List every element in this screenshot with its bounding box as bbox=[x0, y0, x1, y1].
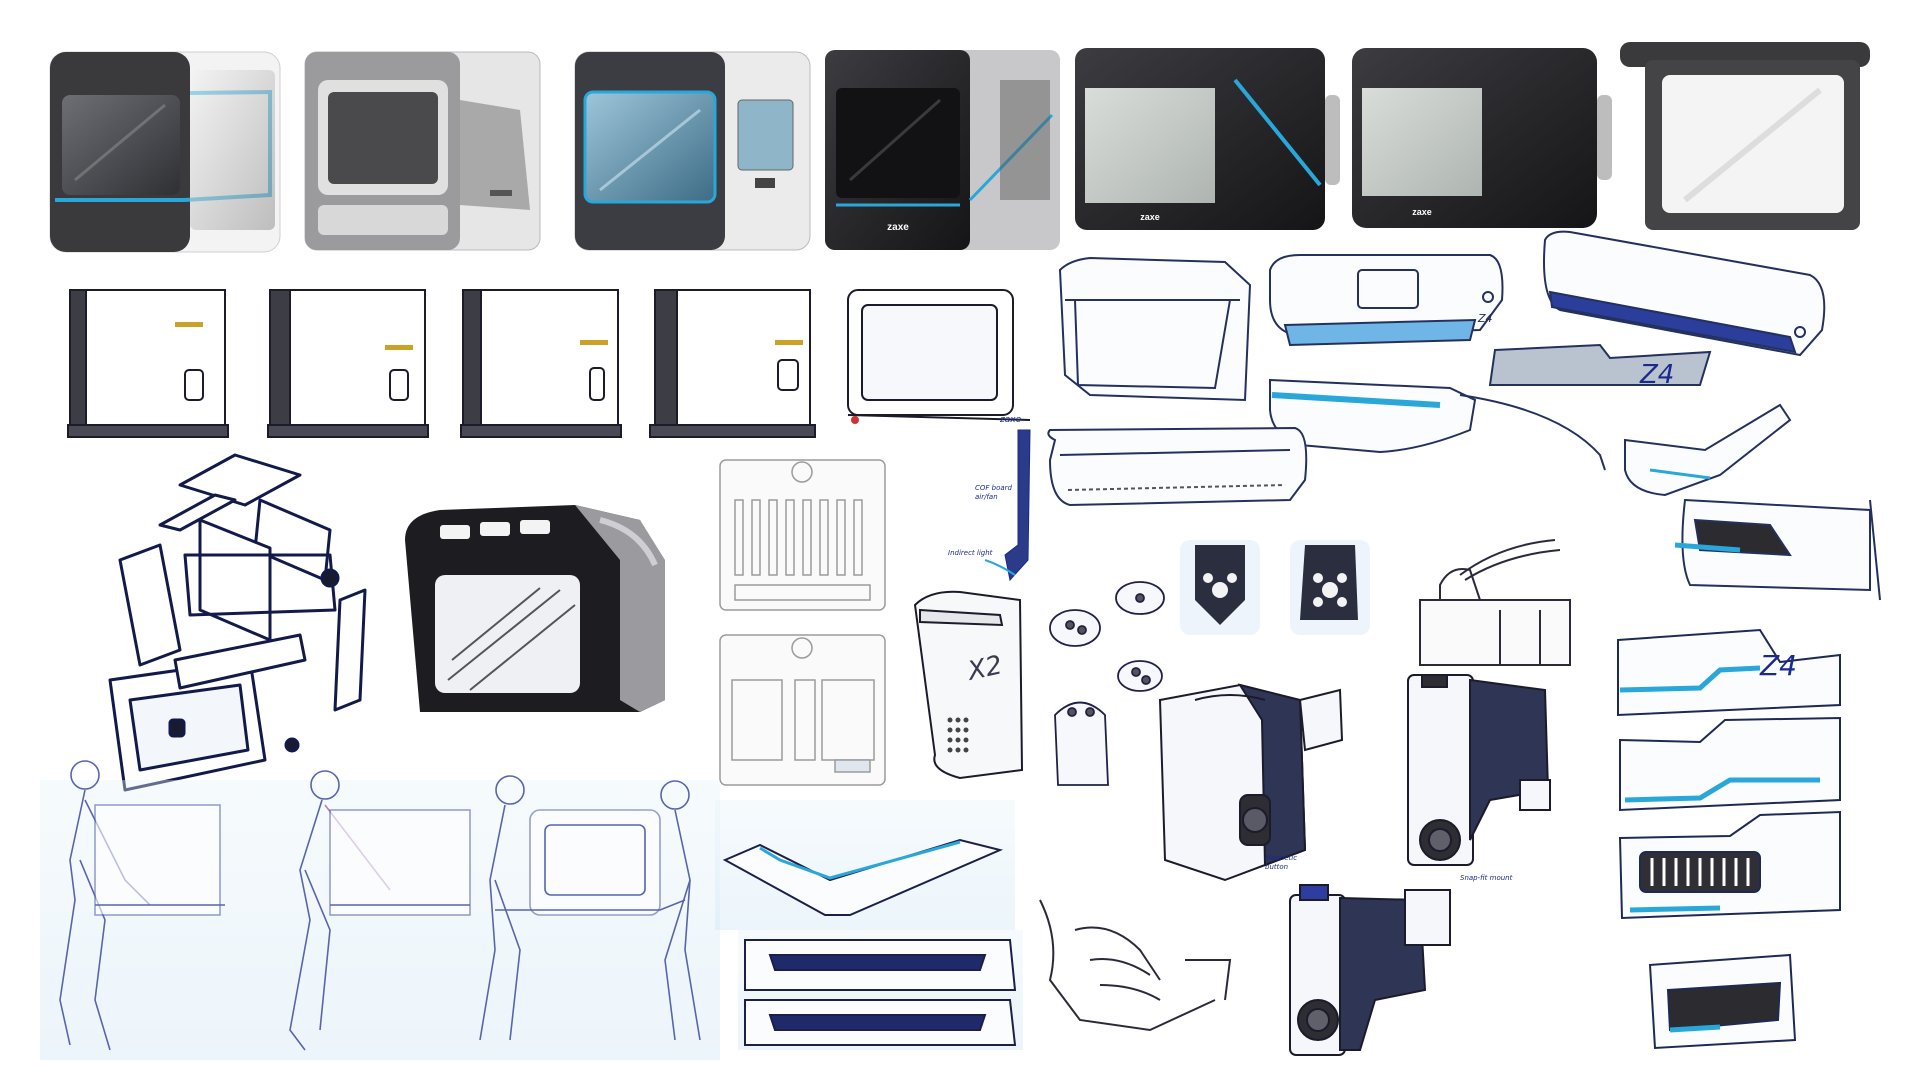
hotend-bottom-views bbox=[1180, 540, 1370, 635]
technical-back-view-2 bbox=[719, 634, 886, 786]
front-cover-sketch: Z4 bbox=[1269, 254, 1504, 347]
logo-cover-sketch: Z4 bbox=[1488, 343, 1712, 390]
render-concept-7 bbox=[1620, 42, 1870, 230]
figure-lifting-1 bbox=[59, 760, 225, 1051]
hand-grip-sketch bbox=[1039, 899, 1232, 1032]
figure-lifting-2 bbox=[289, 770, 471, 1051]
side-view-2 bbox=[267, 289, 429, 438]
handle-curve-sketch bbox=[1269, 378, 1606, 471]
cover-model-label: Z4 bbox=[1759, 649, 1797, 682]
handle-detail-sketches bbox=[715, 800, 1023, 1050]
front-handle-sketch bbox=[1047, 426, 1308, 507]
slot-handle-sketch bbox=[1674, 498, 1881, 601]
enclosure-perspective-sketch bbox=[1058, 256, 1252, 402]
brand-label: zaxe bbox=[999, 415, 1022, 425]
panel-sketches-column: Z4 bbox=[1617, 628, 1841, 1050]
render-concept-4: zaxe bbox=[825, 50, 1060, 250]
side-view-4 bbox=[649, 289, 816, 438]
side-view-3 bbox=[460, 289, 622, 438]
side-view-sketches: zaxe bbox=[67, 289, 1031, 438]
figures-carrying-together bbox=[479, 775, 701, 1041]
module-label: X2 bbox=[963, 650, 1005, 687]
ergonomic-carry-sketches bbox=[40, 760, 720, 1060]
recessed-handle-sketch bbox=[1648, 953, 1797, 1050]
render-concept-3 bbox=[574, 51, 811, 251]
nozzle-cylinder bbox=[1054, 701, 1109, 786]
curved-panel-sketch bbox=[1619, 716, 1841, 812]
render-concept-1 bbox=[49, 51, 281, 253]
side-view-5: zaxe bbox=[847, 289, 1031, 425]
brand-label: zaxe bbox=[1140, 212, 1160, 222]
technical-back-view-1 bbox=[719, 459, 886, 611]
side-view-1 bbox=[67, 289, 229, 438]
brand-label: zaxe bbox=[887, 222, 909, 233]
printhead-sketch-1 bbox=[1158, 683, 1344, 882]
model-label: Z4 bbox=[1477, 312, 1493, 325]
render-concept-5: zaxe bbox=[1075, 48, 1340, 230]
lid-sketches: Z4 Z4 bbox=[1047, 230, 1881, 601]
render-concept-2 bbox=[304, 51, 541, 251]
brand-label: zaxe bbox=[1412, 207, 1432, 217]
nozzle-small-2 bbox=[1115, 581, 1165, 615]
led-light-annotation: Indirect light bbox=[948, 549, 993, 557]
snap-fit-annotation: Snap-fit mount bbox=[1460, 874, 1513, 882]
nozzle-small-1 bbox=[1049, 609, 1101, 647]
vented-panel-sketch bbox=[1618, 810, 1841, 920]
cable-holder-sketch bbox=[1419, 539, 1571, 666]
top-cover-sketch bbox=[1543, 230, 1826, 357]
printhead-sketch-2: Snap-fit mount bbox=[1407, 674, 1551, 882]
nozzle-sketches bbox=[1049, 581, 1165, 786]
corner-handle-sketch bbox=[1624, 403, 1792, 497]
cover-model-label: Z4 bbox=[1639, 360, 1674, 390]
render-concept-6: zaxe bbox=[1352, 48, 1612, 228]
x2-module-sketch: X2 bbox=[913, 590, 1024, 780]
enclosure-marker-sketch bbox=[405, 505, 665, 712]
z4-panel-sketch: Z4 bbox=[1617, 628, 1841, 717]
nozzle-small-3 bbox=[1117, 660, 1163, 692]
exploded-view-sketch bbox=[108, 453, 367, 792]
